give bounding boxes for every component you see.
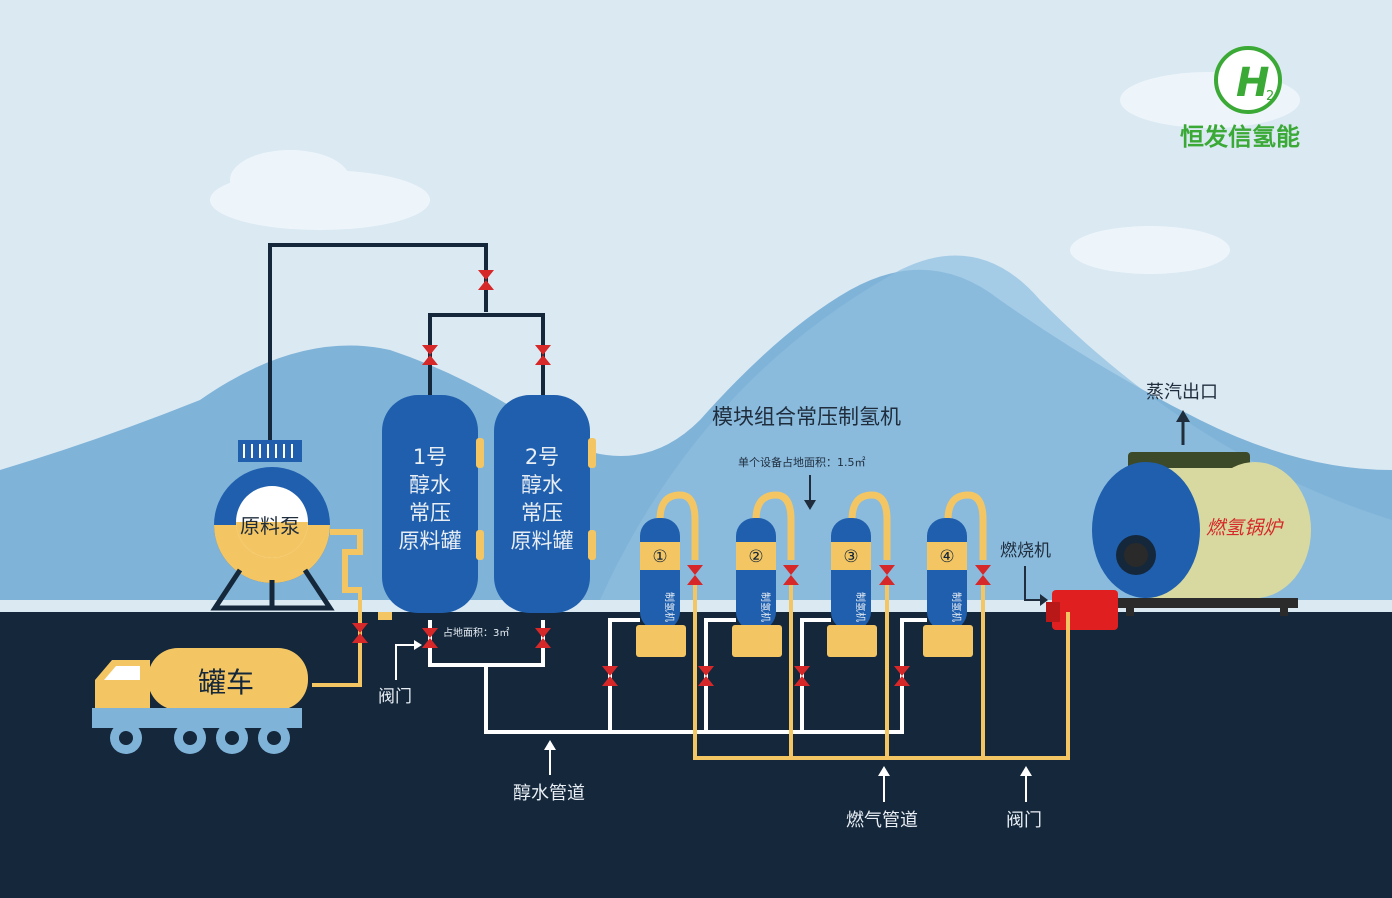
module-number: ④ bbox=[939, 547, 954, 567]
brand-logo: H 2 bbox=[1214, 46, 1282, 114]
tank-area-note: 占地面积：3㎡ bbox=[443, 626, 509, 639]
module-title: 模块组合常压制氢机 bbox=[712, 405, 901, 429]
tank-1-line: 原料罐 bbox=[399, 529, 462, 553]
arrow-right-icon bbox=[414, 640, 422, 650]
tank-2-line: 醇水 bbox=[521, 473, 563, 497]
tank-1 bbox=[378, 395, 484, 620]
tanker-truck bbox=[92, 648, 308, 754]
arrow-up-icon bbox=[878, 766, 890, 802]
module-text: 制氢机 bbox=[663, 592, 676, 622]
arrow-right-icon bbox=[1040, 594, 1048, 606]
valves-bottom bbox=[352, 623, 910, 686]
valve-icon bbox=[975, 565, 991, 585]
burner-pointer bbox=[1024, 566, 1046, 601]
valve-icon bbox=[794, 666, 810, 686]
hydrogen-module-1 bbox=[636, 491, 699, 657]
burner-label: 燃烧机 bbox=[1000, 541, 1051, 561]
water-pipe-label: 醇水管道 bbox=[513, 783, 585, 804]
tank-1-line: 醇水 bbox=[409, 473, 451, 497]
tank-2-line: 2号 bbox=[525, 445, 559, 469]
gas-pipes bbox=[312, 585, 1070, 760]
module-valves bbox=[687, 565, 991, 585]
tank-2-label: 2号 醇水 常压 原料罐 bbox=[511, 445, 574, 553]
valve-icon bbox=[602, 666, 618, 686]
tank-2 bbox=[494, 395, 596, 613]
module-number: ② bbox=[748, 547, 763, 567]
hydrogen-module-4 bbox=[923, 491, 987, 657]
valves-top bbox=[422, 270, 551, 365]
valve-icon bbox=[478, 270, 494, 290]
valve-icon bbox=[879, 565, 895, 585]
arrow-down-icon bbox=[804, 475, 816, 510]
raw-pump-label: 原料泵 bbox=[240, 514, 300, 538]
clouds bbox=[210, 72, 1300, 274]
module-texts: 制氢机 制氢机 制氢机 制氢机 bbox=[663, 592, 963, 622]
raw-material-pump bbox=[210, 440, 363, 611]
arrow-up-icon bbox=[1176, 410, 1190, 445]
valve-icon bbox=[352, 623, 368, 643]
valve-right-label: 阀门 bbox=[1006, 810, 1042, 831]
module-number: ① bbox=[652, 547, 667, 567]
valve-icon bbox=[783, 565, 799, 585]
arrow-up-icon bbox=[544, 740, 556, 775]
arrow-up-icon bbox=[1020, 766, 1032, 802]
brand-name: 恒发信氢能 bbox=[1180, 123, 1300, 151]
valve-icon bbox=[535, 628, 551, 648]
module-text: 制氢机 bbox=[759, 592, 772, 622]
module-text: 制氢机 bbox=[854, 592, 867, 622]
logo-subscript: 2 bbox=[1266, 89, 1274, 104]
valve-icon bbox=[698, 666, 714, 686]
steam-outlet-label: 蒸汽出口 bbox=[1146, 382, 1218, 403]
steam-boiler bbox=[1092, 452, 1311, 616]
tank-2-line: 常压 bbox=[521, 501, 563, 525]
valve-icon bbox=[894, 666, 910, 686]
gas-pipe-label: 燃气管道 bbox=[846, 810, 918, 831]
hydrogen-module-2 bbox=[732, 491, 795, 657]
logo-letter: H bbox=[1236, 60, 1269, 106]
valve-icon bbox=[535, 345, 551, 365]
module-area-note: 单个设备占地面积：1.5㎡ bbox=[738, 455, 866, 469]
valve-icon bbox=[422, 345, 438, 365]
tank-1-label: 1号 醇水 常压 原料罐 bbox=[399, 445, 462, 553]
valve-left-label: 阀门 bbox=[378, 687, 412, 707]
module-text: 制氢机 bbox=[950, 592, 963, 622]
valve-icon bbox=[422, 628, 438, 648]
tank-1-line: 1号 bbox=[413, 445, 447, 469]
tank-1-line: 常压 bbox=[409, 501, 451, 525]
truck-label: 罐车 bbox=[198, 666, 254, 699]
burner bbox=[1046, 590, 1118, 630]
tank-2-line: 原料罐 bbox=[511, 529, 574, 553]
hydrogen-module-3 bbox=[827, 491, 891, 657]
valve-icon bbox=[687, 565, 703, 585]
module-number: ③ bbox=[843, 547, 858, 567]
valve-left-pointer bbox=[395, 644, 418, 680]
boiler-label: 燃氢锅炉 bbox=[1206, 517, 1284, 539]
module-numbers: ① ② ③ ④ bbox=[652, 547, 954, 567]
